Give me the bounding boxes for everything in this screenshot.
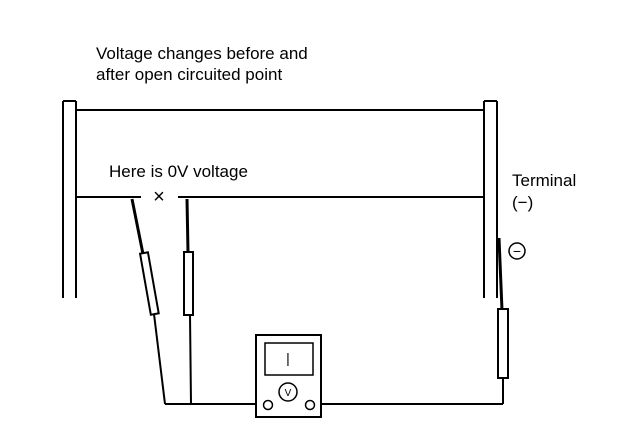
caption-line-2: after open circuited point xyxy=(96,65,283,84)
terminal-label-line-1: Terminal xyxy=(512,171,577,190)
voltmeter-dial xyxy=(278,382,298,402)
meter-needle: | xyxy=(286,350,290,366)
voltmeter-display xyxy=(264,342,314,376)
terminal-label-line-2: (−) xyxy=(512,193,534,212)
probe-lead-left xyxy=(130,198,262,405)
voltmeter xyxy=(255,334,322,418)
terminal-symbol-ring xyxy=(508,242,526,260)
meter-symbol: V xyxy=(285,388,292,399)
terminal-polarity-sign: − xyxy=(513,243,521,259)
voltmeter-terminal-left xyxy=(262,399,274,411)
left-rail xyxy=(62,100,77,298)
caption-line-1: Voltage changes before and xyxy=(96,44,308,63)
diagram-caption: Voltage changes before and after open ci… xyxy=(96,43,308,85)
right-rail xyxy=(483,100,498,298)
voltmeter-terminal-right xyxy=(304,399,316,411)
probe-lead-middle xyxy=(183,198,194,405)
open-point-label: Here is 0V voltage xyxy=(109,162,248,181)
open-point-marker: × xyxy=(153,186,165,208)
terminal-lead xyxy=(322,237,509,405)
terminal-label: Terminal (−) xyxy=(512,170,576,214)
